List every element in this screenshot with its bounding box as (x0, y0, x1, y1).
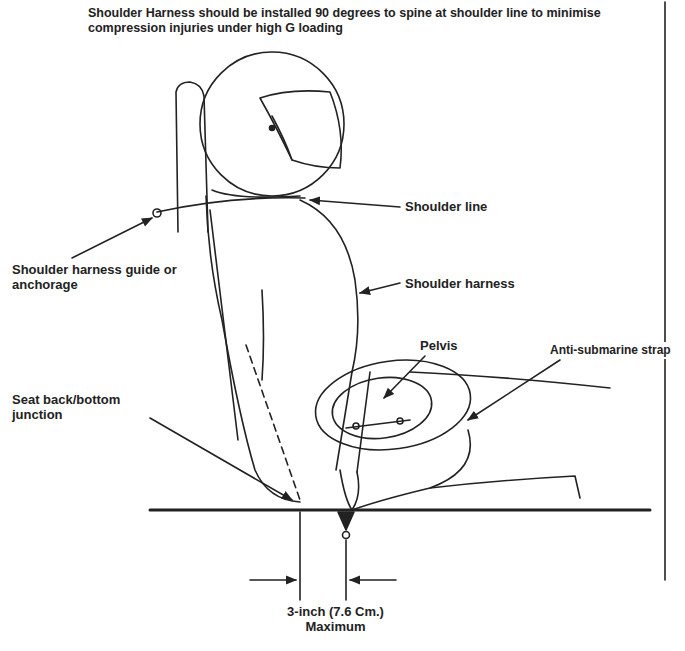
drawing-stroke (210, 210, 238, 440)
drawing-stroke (212, 190, 300, 197)
drawing-stroke (150, 418, 292, 500)
drawing-stroke (410, 372, 610, 388)
note-heading: Shoulder Harness should be installed 90 … (88, 6, 663, 36)
drawing-stroke (200, 52, 344, 196)
drawing-stroke (246, 345, 300, 500)
drawing-stroke (343, 532, 350, 539)
drawing-stroke (300, 200, 358, 372)
drawing-stroke (262, 290, 264, 380)
part-label: Anti-submarine strap (548, 342, 673, 359)
drawing-stroke (468, 360, 560, 420)
drawing-stroke (310, 351, 477, 460)
part-label: Seat back/bottom junction (12, 392, 152, 422)
drawing-stroke (153, 209, 161, 217)
drawing-stroke (345, 540, 347, 600)
drawing-stroke (206, 196, 300, 502)
drawing-stroke (360, 283, 400, 293)
drawing-stroke (72, 2, 665, 600)
drawing-stroke (340, 470, 352, 510)
part-label: Shoulder line (405, 199, 487, 214)
drawing-stroke (299, 512, 301, 600)
drawing-stroke (310, 200, 400, 207)
drawing-stroke (397, 418, 403, 424)
drawing-stroke (352, 472, 359, 510)
drawing-stroke (150, 509, 650, 512)
drawing-stroke (72, 218, 152, 258)
dimension-label: 3-inch (7.6 Cm.) Maximum (273, 604, 398, 634)
drawing-stroke (270, 126, 275, 131)
part-label: Pelvis (420, 338, 458, 353)
drawing-stroke (357, 372, 370, 472)
drawing-stroke (350, 579, 396, 581)
drawing-stroke (664, 2, 666, 580)
drawing-stroke (250, 579, 296, 581)
drawing-stroke (352, 430, 470, 510)
drawing-stroke (157, 198, 305, 212)
part-label: Shoulder harness guide or anchorage (12, 262, 197, 292)
drawing-stroke (430, 476, 580, 498)
drawing-stroke (260, 91, 341, 168)
drawing-stroke (336, 372, 352, 470)
drawing-stroke (384, 356, 425, 398)
drawing-stroke (328, 371, 435, 444)
drawing-stroke (338, 512, 354, 530)
drawing-stroke (272, 116, 292, 160)
part-label: Shoulder harness (405, 276, 515, 291)
drawing-stroke (353, 423, 359, 429)
